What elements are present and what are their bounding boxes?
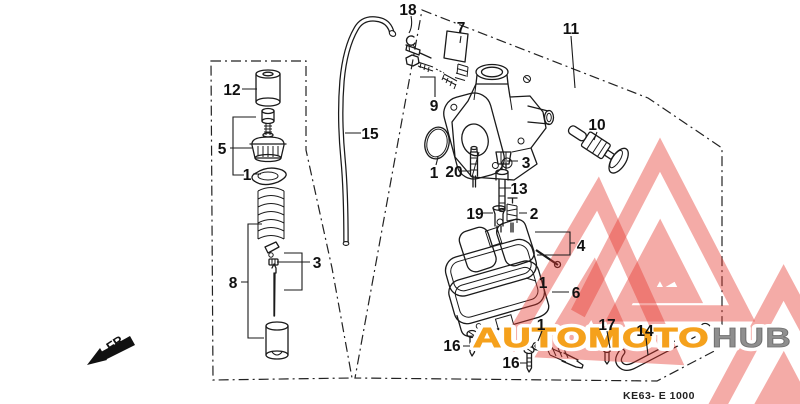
part-label-18: 18 xyxy=(399,2,417,19)
part-drawing-needle-jet-13 xyxy=(495,168,509,213)
watermark-text-right-halo: HUB xyxy=(712,322,792,353)
part-drawing-screw-16-left xyxy=(466,329,478,357)
part-drawing-needle-set-8 xyxy=(264,241,289,360)
part-drawing-slow-jet-20 xyxy=(469,145,479,188)
part-label-12: 12 xyxy=(223,82,240,99)
part-label-14: 14 xyxy=(636,323,654,340)
part-label-10: 10 xyxy=(588,117,605,134)
part-label-20: 20 xyxy=(445,164,462,181)
part-drawing-jet-19 xyxy=(492,205,506,233)
part-drawing-cap-bolt xyxy=(261,107,275,135)
part-label-16: 16 xyxy=(502,355,520,372)
drawing-code: KE63- E 1000 xyxy=(623,390,695,402)
front-direction-marker: FR. xyxy=(87,331,135,365)
part-label-11: 11 xyxy=(563,21,580,38)
watermark-text-right: HUB xyxy=(712,322,792,353)
part-label-7: 7 xyxy=(457,20,466,37)
carburetor-assembly-box xyxy=(354,9,723,382)
part-label-1: 1 xyxy=(243,167,252,184)
left-parts-box xyxy=(210,60,353,381)
part-label-15: 15 xyxy=(361,126,379,143)
part-label-4: 4 xyxy=(577,238,586,255)
part-label-6: 6 xyxy=(572,285,581,302)
part-label-16: 16 xyxy=(443,338,461,355)
part-label-1: 1 xyxy=(430,165,439,182)
part-drawing-throttle-spring xyxy=(257,187,285,240)
watermark-text-left-halo: AUTOMOTO xyxy=(473,322,710,353)
part-drawing-spring-screw-2 xyxy=(506,197,518,233)
watermark-brand: AUTOMOTO HUB AUTOMOTO HUB xyxy=(469,318,795,357)
part-drawing-main-jet-3 xyxy=(495,151,512,170)
group-enclosure-boxes xyxy=(210,9,723,382)
watermark-text-left: AUTOMOTO xyxy=(473,322,710,353)
part-drawing-tube-15 xyxy=(337,16,397,246)
group-left-parts xyxy=(249,69,289,360)
part-label-3: 3 xyxy=(313,255,322,272)
part-label-3: 3 xyxy=(522,155,531,172)
leader-lines xyxy=(230,15,649,364)
part-label-5: 5 xyxy=(218,141,227,158)
part-label-17: 17 xyxy=(598,317,615,334)
part-drawing-needle-holder-7 xyxy=(405,30,469,81)
part-drawing-screw-set-9 xyxy=(405,54,458,90)
part-label-1: 1 xyxy=(537,317,546,334)
part-drawing-choke-10 xyxy=(567,125,629,174)
part-drawing-oring-1 xyxy=(424,126,450,160)
part-label-1: 1 xyxy=(539,275,548,292)
part-drawing-cap-gasket-1 xyxy=(251,167,287,186)
part-label-9: 9 xyxy=(430,98,439,115)
part-drawing-screw-16-right xyxy=(523,345,535,373)
part-drawing-fuel-cap-5 xyxy=(249,132,287,163)
part-label-8: 8 xyxy=(229,275,238,292)
part-drawing-strainer-cup-12 xyxy=(255,69,281,107)
part-drawing-bowl-gasket-1 xyxy=(444,238,538,297)
watermark-logo xyxy=(508,137,800,404)
part-label-19: 19 xyxy=(466,206,484,223)
part-label-2: 2 xyxy=(530,206,539,223)
part-label-13: 13 xyxy=(510,181,528,198)
part-drawing-carburetor-body xyxy=(443,63,555,181)
